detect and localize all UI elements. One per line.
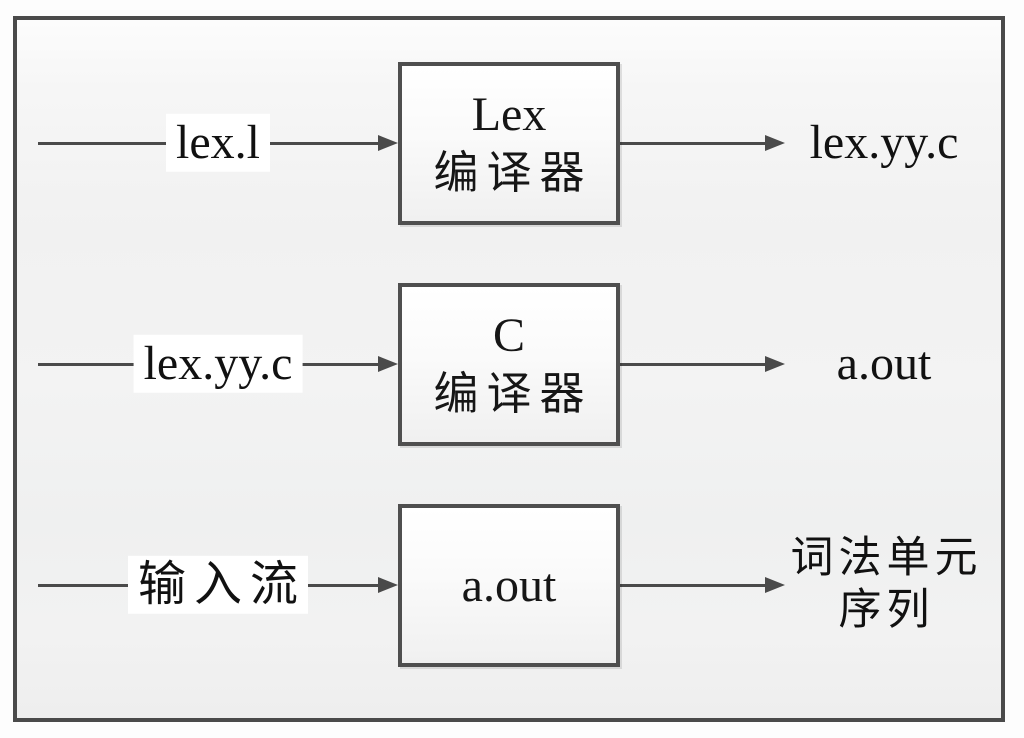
output-label-line2: 序列 — [838, 587, 935, 634]
output-flow-line — [620, 142, 767, 145]
arrowhead-right-icon — [378, 135, 398, 151]
process-box-title: Lex — [471, 88, 547, 142]
input-stream-label: 输入流 — [127, 555, 309, 615]
arrowhead-right-icon — [765, 577, 785, 593]
process-box-aout: a.out — [398, 504, 620, 667]
output-file-label: lex.yy.c — [769, 58, 999, 228]
process-box-title: C — [492, 309, 525, 363]
input-file-label: lex.l — [166, 113, 270, 173]
output-flow-line — [620, 363, 767, 366]
output-file-label: a.out — [769, 279, 999, 449]
process-box-lex-compiler: Lex 编译器 — [398, 62, 620, 225]
diagram-border-frame: lex.l Lex 编译器 lex.yy.c lex.yy.c C 编译器 — [13, 16, 1005, 722]
output-file-label-line1: lex.yy.c — [809, 115, 959, 169]
output-token-sequence-label: 词法单元 序列 — [769, 500, 999, 670]
arrowhead-right-icon — [378, 356, 398, 372]
input-file-label: lex.yy.c — [133, 334, 303, 394]
output-file-label-line1: a.out — [836, 336, 932, 390]
output-flow-line — [620, 584, 767, 587]
process-box-subtitle: 编译器 — [433, 148, 593, 199]
arrowhead-right-icon — [765, 356, 785, 372]
process-box-title: a.out — [461, 558, 557, 612]
arrowhead-right-icon — [765, 135, 785, 151]
arrowhead-right-icon — [378, 577, 398, 593]
process-box-c-compiler: C 编译器 — [398, 283, 620, 446]
process-box-subtitle: 编译器 — [433, 369, 593, 420]
output-label-line1: 词法单元 — [790, 534, 983, 582]
